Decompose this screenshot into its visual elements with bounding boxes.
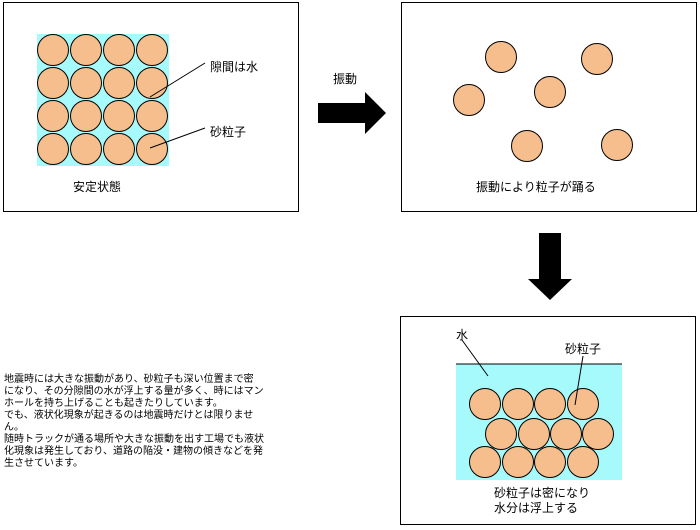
sand-particle <box>601 129 633 161</box>
sand-particle <box>502 388 534 420</box>
label-sand-particle-liquefied: 砂粒子 <box>565 342 602 356</box>
sand-particle <box>511 130 543 162</box>
label-gap-water: 隙間は水 <box>210 60 259 74</box>
sand-particle <box>469 446 501 478</box>
description-line: 地震時には大きな振動があり、砂粒子も深い位置まで密 <box>4 374 254 385</box>
sand-particle <box>485 41 517 73</box>
sand-particle <box>37 133 69 165</box>
leader-line-gap <box>149 62 206 98</box>
sand-particle <box>518 418 550 450</box>
sand-particle <box>136 67 168 99</box>
leader-line-sand <box>149 127 206 149</box>
sand-particle <box>534 76 566 108</box>
sand-particle <box>70 133 102 165</box>
description-line: 随時トラックが通る場所や大きな振動を出す工場でも液状 <box>4 434 264 445</box>
sand-particle <box>485 418 517 450</box>
description-line: になり、その分隙間の水が浮上する量が多く、時にはマン <box>4 386 264 397</box>
sand-particle <box>582 418 614 450</box>
label-water: 水 <box>456 328 469 342</box>
stable-caption: 安定状態 <box>73 180 122 194</box>
sand-particle <box>136 100 168 132</box>
leader-line-sand <box>574 355 584 406</box>
sand-particle <box>103 100 135 132</box>
sand-particle <box>453 84 485 116</box>
leader-line-water <box>461 339 489 377</box>
sand-particle <box>37 100 69 132</box>
label-sand-particle-stable: 砂粒子 <box>210 125 247 139</box>
sand-particle <box>534 446 566 478</box>
sand-particle <box>37 67 69 99</box>
sand-particle <box>103 67 135 99</box>
down-arrow-icon <box>528 233 572 300</box>
description-text: 地震時には大きな振動があり、砂粒子も深い位置まで密 になり、その分隙間の水が浮上… <box>4 374 300 470</box>
right-arrow-icon <box>318 92 386 134</box>
liquefied-caption-line2: 水分は浮上する <box>494 501 579 515</box>
sand-particle <box>103 34 135 66</box>
sand-particle <box>136 34 168 66</box>
sand-particle <box>70 67 102 99</box>
sand-particle <box>502 446 534 478</box>
description-line: ん。 <box>4 422 24 433</box>
sand-particle <box>37 34 69 66</box>
description-line: でも、液状化現象が起きるのは地震時だけとは限りませ <box>4 410 254 421</box>
description-line: 生させています。 <box>4 458 83 469</box>
vibrating-caption: 振動により粒子が踊る <box>476 180 596 194</box>
description-line: ホールを持ち上げることも起きたりしています。 <box>4 398 223 409</box>
sand-particle <box>567 388 599 420</box>
sand-particle <box>70 34 102 66</box>
sand-particle <box>550 418 582 450</box>
arrow-label-vibration: 振動 <box>333 72 358 86</box>
sand-particle <box>136 133 168 165</box>
sand-particle <box>70 100 102 132</box>
sand-particle <box>103 133 135 165</box>
sand-particle <box>469 388 501 420</box>
description-line: 化現象は発生しており、道路の陥没・建物の傾きなどを発 <box>4 446 263 457</box>
sand-particle <box>581 43 613 75</box>
sand-particle <box>567 446 599 478</box>
liquefied-caption-line1: 砂粒子は密になり <box>494 486 591 500</box>
sand-particle <box>534 388 566 420</box>
